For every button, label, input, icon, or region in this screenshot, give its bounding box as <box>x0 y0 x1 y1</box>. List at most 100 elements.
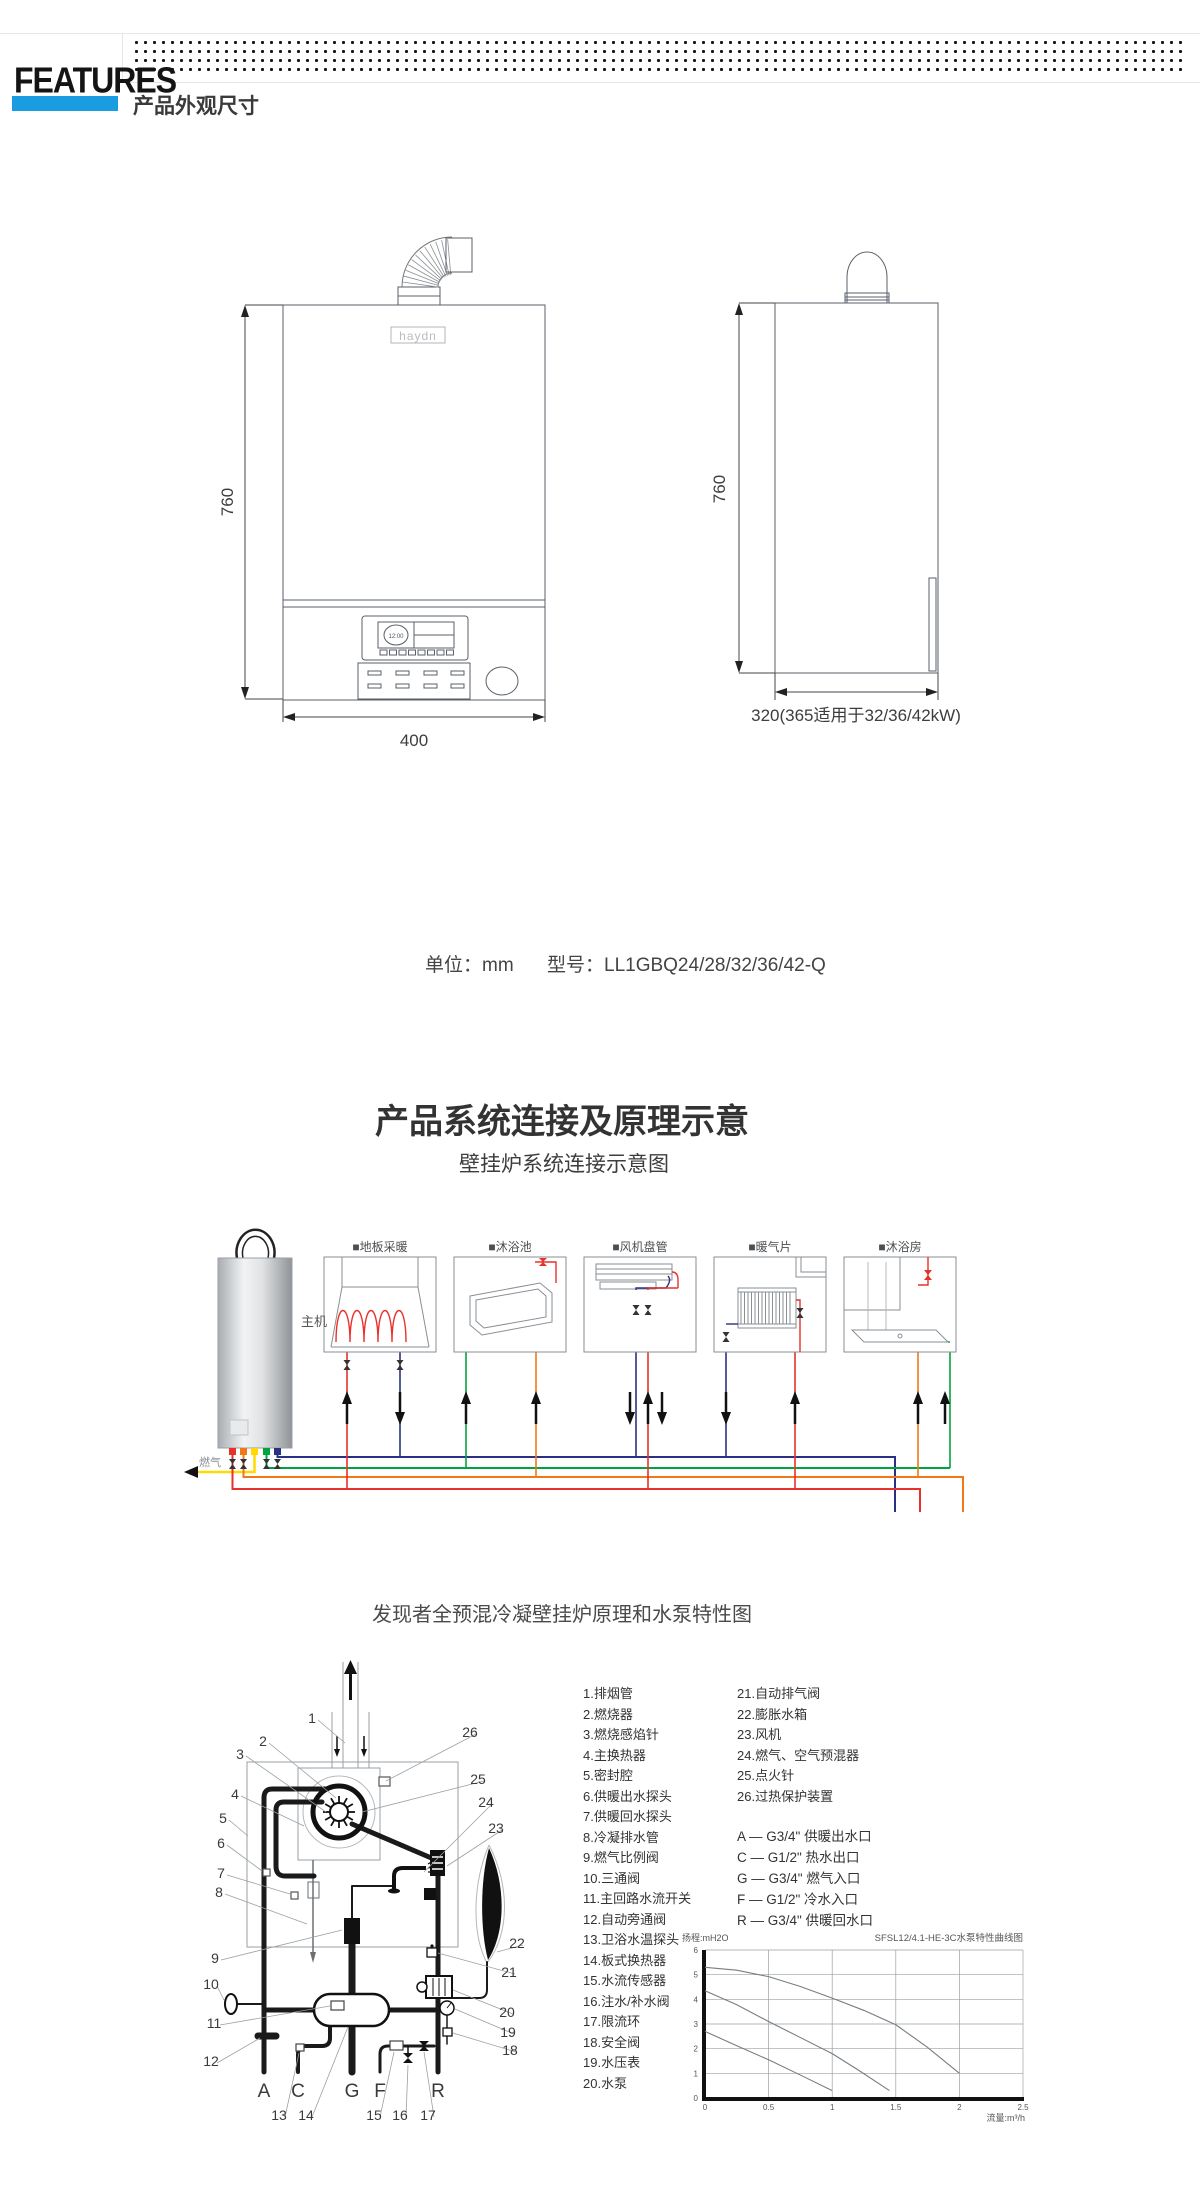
display-clock: 12:00 <box>388 634 404 640</box>
system-section-subtitle: 壁挂炉系统连接示意图 <box>459 1153 669 1176</box>
side-dimensions <box>735 302 939 700</box>
panel-radiator <box>713 1256 827 1353</box>
callout-label: 9 <box>211 1950 219 1966</box>
front-width-label: 400 <box>400 731 428 750</box>
callout-label: 3 <box>236 1746 244 1762</box>
callout-label: 12 <box>203 2053 219 2069</box>
supply-sensor <box>262 1868 271 1877</box>
port-item: C — G1/2" 热水出口 <box>737 1850 860 1865</box>
principle-subtitle: 发现者全预混冷凝壁挂炉原理和水泵特性图 <box>372 1604 752 1626</box>
gas-valve <box>344 1918 360 1944</box>
appliance-label: ■风机盘管 <box>612 1239 667 1254</box>
appliance-labels: ■地板采暖■沐浴池■风机盘管■暖气片■沐浴房 <box>352 1239 921 1254</box>
x-tick-label: 0 <box>703 2103 708 2112</box>
port-item: R — G3/4" 供暖回水口 <box>737 1913 874 1928</box>
header-top-rule <box>0 33 1200 34</box>
dimension-drawings: haydn 12:00 760 400 760 320(365适用于32/36/… <box>218 236 961 750</box>
callout-label: 19 <box>500 2024 516 2040</box>
boiler-schematic: 1234567891011121314151617181920212223242… <box>203 1660 525 2123</box>
pump-curve-high <box>704 1966 960 2074</box>
y-tick-label: 4 <box>694 1995 699 2004</box>
callout-label: 2 <box>259 1733 267 1749</box>
front-dimensions <box>241 304 546 722</box>
part-item: 23.风机 <box>737 1727 782 1742</box>
panel-fan-coil <box>583 1256 697 1353</box>
callout-label: 11 <box>207 2015 222 2031</box>
callout-label: 26 <box>462 1724 478 1740</box>
schematic-components <box>224 1776 502 2063</box>
boiler-window <box>229 1419 249 1436</box>
part-item: 20.水泵 <box>583 2075 628 2091</box>
burner-spikes <box>323 1796 355 1828</box>
panel-bath-tub <box>453 1256 567 1353</box>
port-item: G — G3/4" 燃气入口 <box>737 1871 861 1886</box>
port-item: A — G3/4" 供暖出水口 <box>737 1829 872 1844</box>
safety-valve <box>442 2027 453 2037</box>
x-tick-label: 0.5 <box>763 2103 775 2112</box>
flue-arrows <box>334 1660 367 1757</box>
panel-shower-room <box>843 1256 957 1353</box>
system-section-title: 产品系统连接及原理示意 <box>375 1103 749 1141</box>
part-item: 4.主换热器 <box>583 1747 646 1763</box>
flue-corrugation <box>402 239 452 288</box>
part-item: 19.水压表 <box>583 2055 641 2070</box>
part-item: 14.板式换热器 <box>583 1952 667 1968</box>
callout-label: C <box>291 2081 305 2102</box>
side-width-label: 320(365适用于32/36/42kW) <box>751 706 961 725</box>
system-valves <box>229 1305 804 1469</box>
dhw-temp-sensor <box>295 2043 305 2052</box>
chart-grid <box>705 1949 1024 2098</box>
ports-list: A — G3/4" 供暖出水口 C — G1/2" 热水出口 G — G3/4" 燃… <box>737 1826 873 1931</box>
chart-title: SFSL12/4.1-HE-3C水泵特性曲线图 <box>875 1932 1023 1944</box>
side-height-label: 760 <box>710 475 729 503</box>
boiler-label: 主机 <box>301 1314 327 1329</box>
part-item: 3.燃烧感焰针 <box>583 1727 659 1742</box>
callout-label: 6 <box>217 1835 225 1851</box>
part-item: 22.膨胀水箱 <box>737 1706 808 1722</box>
chart-y-label: 扬程:mH2O <box>682 1932 729 1943</box>
part-item: 15.水流传感器 <box>583 1973 667 1988</box>
part-item: 21.自动排气阀 <box>737 1686 821 1701</box>
part-item: 13.卫浴水温探头 <box>583 1932 680 1947</box>
part-item: 11.主回路水流开关 <box>583 1891 692 1906</box>
fan-and-burner <box>310 1783 368 1841</box>
callout-label: 13 <box>271 2107 287 2123</box>
appliance-label: ■沐浴房 <box>878 1239 921 1254</box>
page-title: 产品外观尺寸 <box>133 95 259 118</box>
front-height-label: 760 <box>218 488 237 516</box>
callout-label: 18 <box>502 2042 518 2058</box>
callout-label: F <box>374 2081 386 2102</box>
callout-label: 8 <box>215 1884 223 1900</box>
callout-label: 23 <box>488 1820 504 1836</box>
callout-label: G <box>345 2081 360 2102</box>
y-tick-label: 3 <box>694 2020 699 2029</box>
part-item: 24.燃气、空气预混器 <box>737 1747 860 1763</box>
callout-label: R <box>431 2081 445 2102</box>
chart-x-label: 流量:m³/h <box>986 2112 1025 2123</box>
header-vertical-rule <box>122 33 123 82</box>
part-item: 7.供暖回水探头 <box>583 1809 672 1824</box>
appliance-label: ■地板采暖 <box>352 1240 407 1254</box>
x-tick-label: 1 <box>830 2103 835 2112</box>
part-item: 8.冷凝排水管 <box>583 1829 659 1845</box>
features-accent-bar <box>12 96 118 111</box>
pump-curve-low <box>704 2030 833 2092</box>
part-item: 18.安全阀 <box>583 2034 641 2050</box>
port-item: F — G1/2" 冷水入口 <box>737 1892 859 1907</box>
y-tick-label: 2 <box>694 2045 699 2054</box>
control-buttons <box>367 670 465 689</box>
boiler-unit <box>217 1228 293 1455</box>
chart-curves <box>704 1966 960 2092</box>
model-label: 型号：LL1GBQ24/28/32/36/42-Q <box>547 955 826 976</box>
dotted-pattern-band <box>130 36 1188 77</box>
three-way-valve <box>224 1993 238 2015</box>
callout-label: 25 <box>470 1771 486 1787</box>
flow-switch <box>330 2000 345 2011</box>
features-wordmark: FEATURES <box>14 60 177 101</box>
part-item: 25.点火针 <box>737 1768 795 1783</box>
boiler-ports <box>229 1448 281 1455</box>
